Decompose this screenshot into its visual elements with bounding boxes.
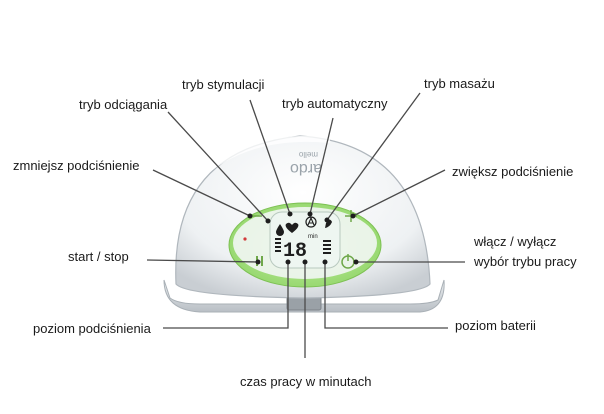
leader-dots (247, 211, 359, 265)
vacuum-indicator-dot (243, 237, 247, 241)
label-increase-vacuum: zwiększ podciśnienie (452, 164, 574, 179)
brand-logo: ardo mello (290, 150, 322, 177)
leader-lines (146, 92, 465, 358)
heart-icon (285, 222, 299, 233)
drop-icon (276, 224, 284, 236)
label-vacuum-level: poziom podciśnienia (33, 321, 151, 336)
label-massage-mode: tryb masażu (424, 76, 495, 91)
label-extraction-mode: tryb odciągania (79, 97, 168, 112)
lcd-digits: 18 (283, 240, 307, 263)
label-battery-level: poziom baterii (455, 318, 536, 333)
label-stimulation-mode: tryb stymulacji (182, 77, 265, 92)
label-power-line1: włącz / wyłącz (474, 234, 557, 249)
svg-text:ardo: ardo (290, 160, 322, 177)
label-automatic-mode: tryb automatyczny (282, 96, 388, 111)
label-work-time: czas pracy w minutach (240, 374, 372, 389)
battery-level-icon (323, 240, 331, 254)
label-power-line2: wybór trybu pracy (474, 254, 577, 269)
label-start-stop: start / stop (68, 249, 129, 264)
label-decrease-vacuum: zmniejsz podciśnienie (13, 158, 140, 173)
auto-a-icon (305, 216, 317, 228)
lcd-unit: min (308, 234, 318, 240)
svg-text:mello: mello (298, 150, 318, 159)
hands-icon (325, 219, 332, 228)
vacuum-level-bars (275, 238, 281, 252)
